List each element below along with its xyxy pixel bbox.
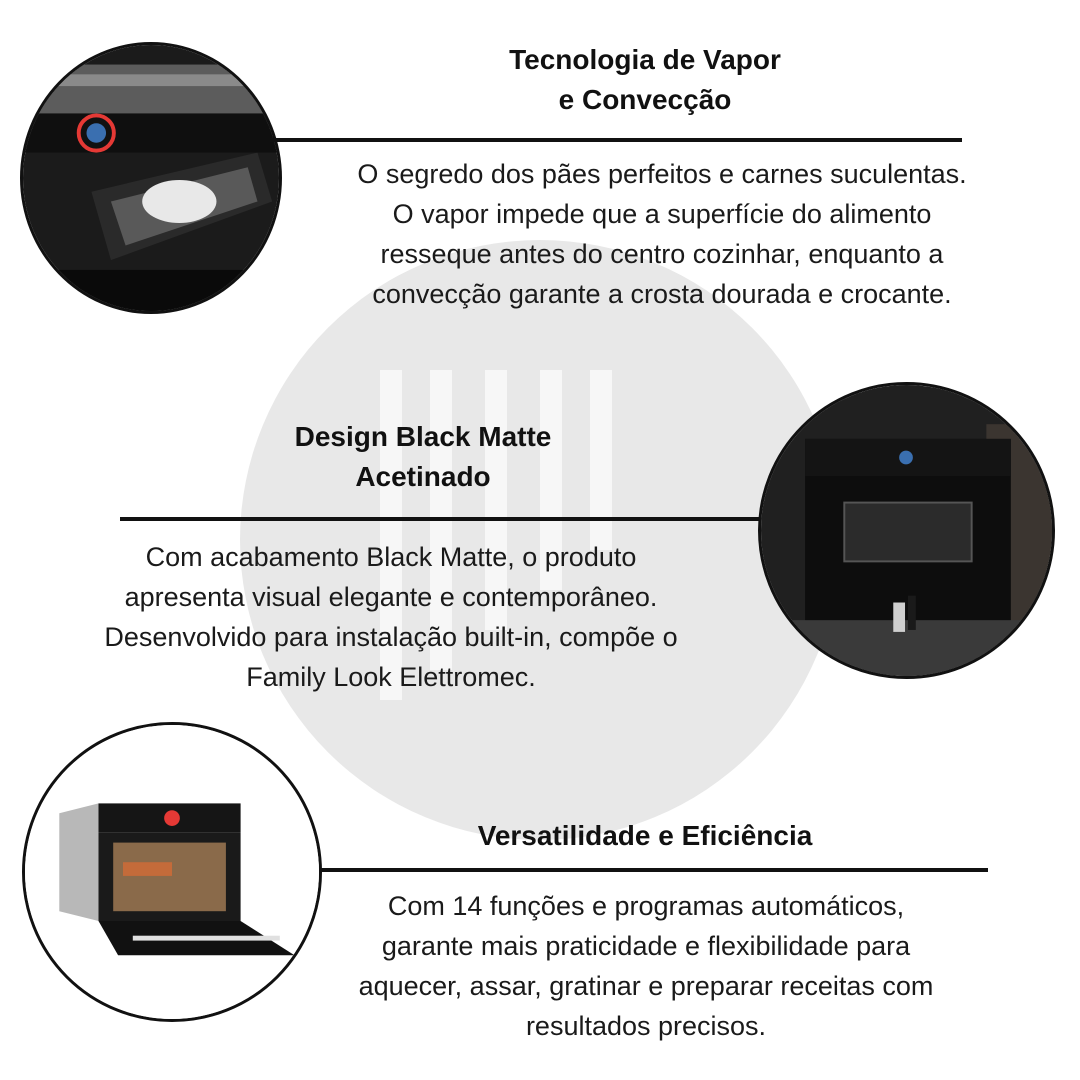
divider-line bbox=[120, 517, 760, 521]
background-logo-watermark bbox=[360, 370, 740, 700]
section-body-steam: O segredo dos pães perfeitos e carnes su… bbox=[357, 159, 967, 309]
section-body-design: Com acabamento Black Matte, o produto ap… bbox=[104, 542, 678, 692]
section-title-design: Design Black Matte Acetinado bbox=[294, 421, 552, 492]
open-oven-photo bbox=[22, 722, 322, 1022]
built-in-oven-photo bbox=[758, 382, 1055, 679]
section-body-versatility: Com 14 funções e programas automáticos, … bbox=[358, 891, 934, 1041]
section-title-steam: Tecnologia de Vapor e Convecção bbox=[509, 44, 781, 115]
divider-line bbox=[270, 138, 962, 142]
steam-drawer-photo bbox=[20, 42, 282, 314]
section-title-versatility: Versatilidade e Eficiência bbox=[477, 820, 813, 851]
divider-line bbox=[320, 868, 988, 872]
